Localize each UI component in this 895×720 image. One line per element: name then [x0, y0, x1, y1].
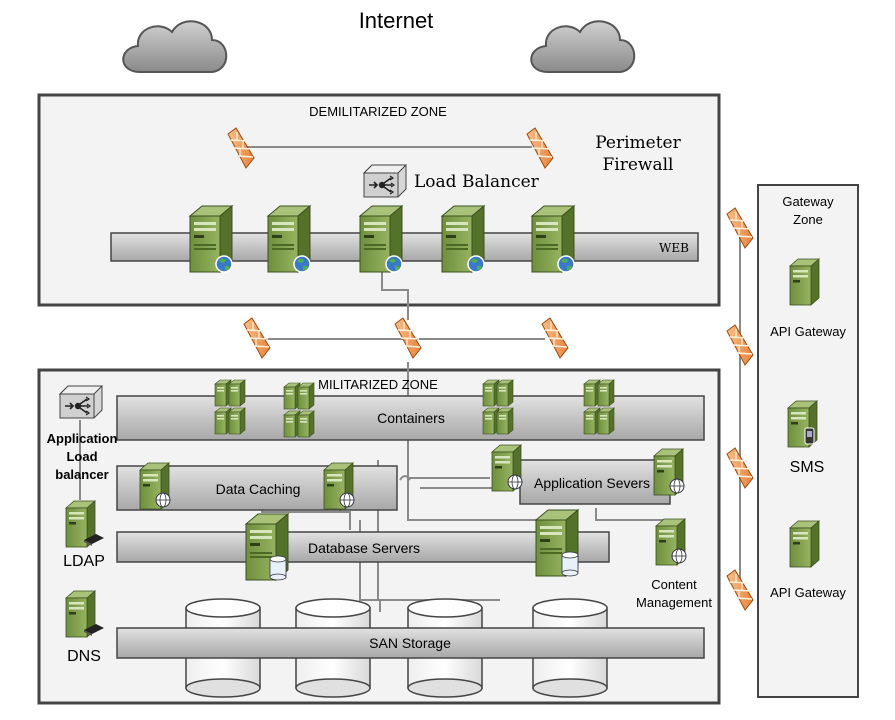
app-load-balancer-label-line2: Load — [66, 449, 97, 464]
load-balancer-icon — [363, 164, 407, 198]
web-server — [267, 205, 311, 273]
content-management-label-line1: Content — [651, 577, 697, 592]
globe-icon — [215, 255, 233, 273]
mz-label: MILITARIZED ZONE — [318, 377, 438, 392]
containers-label: Containers — [377, 410, 445, 426]
load-balancer-label: Load Balancer — [414, 172, 540, 192]
globe-icon — [467, 255, 485, 273]
globe-icon — [669, 478, 685, 494]
app-load-balancer-label-line3: balancer — [55, 467, 108, 482]
cache-server — [323, 462, 355, 510]
globe-icon — [385, 255, 403, 273]
globe-icon — [557, 255, 575, 273]
application-servers-label: Application Severs — [534, 475, 650, 491]
web-bar-label: WEB — [659, 241, 689, 255]
globe-icon — [671, 548, 687, 564]
perimeter-firewall-label-line2: Firewall — [603, 155, 674, 175]
api-gateway-label: API Gateway — [770, 585, 846, 600]
app-load-balancer-label-line1: Application — [47, 431, 118, 446]
dmz-zone — [37, 93, 721, 307]
database-server — [245, 513, 289, 581]
firewall-icon — [541, 317, 569, 359]
gateway-zone-title-line1: Gateway — [782, 194, 834, 209]
database-server — [535, 509, 579, 577]
cache-server — [139, 462, 171, 510]
dmz-label: DEMILITARIZED ZONE — [309, 104, 447, 119]
web-server — [531, 205, 575, 273]
data-caching-label: Data Caching — [216, 481, 301, 497]
perimeter-firewall-label-line1: Perimeter — [595, 133, 681, 153]
application-load-balancer-icon — [59, 385, 103, 419]
ldap-label: LDAP — [63, 553, 105, 570]
page-title: Internet — [359, 8, 434, 33]
database-servers-label: Database Servers — [308, 540, 420, 556]
sms-server — [787, 400, 818, 448]
sms-label: SMS — [790, 459, 825, 476]
database-icon — [269, 555, 287, 581]
web-server — [441, 205, 485, 273]
gateway-zone-title-line2: Zone — [793, 212, 823, 227]
globe-icon — [507, 474, 523, 490]
globe-icon — [293, 255, 311, 273]
web-server — [189, 205, 233, 273]
san-storage-bar — [116, 627, 705, 659]
content-management-server — [655, 518, 687, 566]
application-server — [491, 444, 523, 492]
cloud-icon — [122, 20, 228, 73]
phone-icon — [804, 427, 815, 445]
database-icon — [561, 551, 579, 577]
dns-label: DNS — [67, 648, 101, 665]
san-storage-label: SAN Storage — [369, 635, 451, 651]
api-gateway-server — [789, 520, 820, 568]
web-server — [359, 205, 403, 273]
globe-icon — [339, 492, 355, 508]
content-management-label-line2: Management — [636, 595, 712, 610]
globe-icon — [155, 492, 171, 508]
api-gateway-server — [789, 258, 820, 306]
cloud-icon — [530, 20, 636, 73]
api-gateway-label: API Gateway — [770, 324, 846, 339]
database-servers-bar — [116, 531, 610, 563]
application-server — [653, 448, 685, 496]
